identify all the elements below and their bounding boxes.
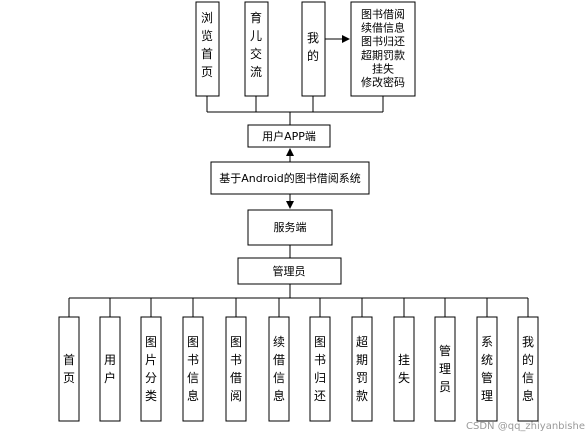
admin-module-char: 户 — [104, 370, 116, 385]
admin-module-char: 图 — [314, 335, 326, 349]
admin-module-char: 图 — [187, 335, 199, 349]
admin-module-char: 失 — [398, 370, 410, 385]
admin-module-book-info[interactable] — [182, 316, 204, 422]
app-node-label: 用户APP端 — [262, 129, 316, 143]
submenu-item: 超期罚款 — [361, 48, 405, 62]
admin-module-char: 息 — [273, 388, 285, 403]
admin-module-my-info[interactable] — [517, 316, 539, 422]
submenu-item: 续借信息 — [361, 21, 405, 35]
admin-module-char: 管 — [439, 343, 451, 358]
admin-module-char: 信 — [273, 371, 285, 385]
admin-module-char: 的 — [522, 352, 534, 367]
system-node-label: 基于Android的图书借阅系统 — [219, 171, 361, 185]
admin-module-char: 罚 — [356, 371, 368, 385]
module-char-parenting: 流 — [250, 65, 262, 79]
system-node[interactable] — [210, 161, 370, 195]
module-char-parenting: 交 — [250, 46, 262, 61]
admin-module-char: 图 — [230, 335, 242, 349]
submenu-item: 挂失 — [372, 61, 394, 75]
module-char-parenting: 育 — [250, 10, 262, 25]
admin-module-char: 理 — [439, 362, 451, 376]
server-node[interactable] — [247, 209, 333, 246]
admin-module-char: 阅 — [230, 389, 242, 403]
module-char-browse: 页 — [201, 65, 213, 79]
admin-module-char: 借 — [273, 353, 285, 367]
admin-module-admin-user[interactable] — [434, 316, 456, 422]
submenu-item: 图书归还 — [361, 34, 405, 48]
admin-module-char: 管 — [481, 370, 493, 385]
server-node-label: 服务端 — [274, 221, 307, 234]
admin-module-char: 理 — [481, 389, 493, 403]
submenu-item: 图书借阅 — [361, 8, 405, 21]
admin-module-char: 借 — [230, 371, 242, 385]
admin-module-category[interactable] — [140, 316, 162, 422]
module-char-mine: 的 — [307, 48, 319, 63]
admin-module-char: 书 — [187, 353, 199, 367]
admin-module-book-borrow[interactable] — [225, 316, 247, 422]
admin-module-char: 归 — [314, 371, 326, 385]
admin-module-renew-info[interactable] — [268, 316, 290, 422]
module-char-browse: 览 — [201, 28, 213, 43]
admin-node[interactable] — [237, 257, 342, 285]
admin-module-char: 统 — [481, 353, 493, 367]
admin-module-home[interactable] — [58, 316, 80, 422]
admin-module-char: 分 — [145, 371, 157, 385]
admin-module-char: 期 — [356, 353, 368, 367]
admin-module-char: 片 — [145, 353, 157, 367]
module-char-browse: 首 — [201, 47, 213, 61]
admin-node-label: 管理员 — [273, 264, 306, 278]
module-char-mine: 我 — [307, 31, 319, 45]
admin-module-char: 续 — [273, 335, 285, 349]
module-char-browse: 浏 — [201, 11, 213, 25]
admin-modules-group: 首页用户图片分类图书信息图书借阅续借信息图书归还超期罚款挂失管理员系统管理我的信… — [58, 298, 539, 422]
app-node[interactable] — [247, 124, 331, 148]
admin-module-char: 超 — [356, 334, 368, 349]
admin-module-char: 款 — [356, 389, 368, 403]
admin-module-char: 图 — [145, 335, 157, 349]
admin-module-char: 类 — [145, 389, 157, 403]
admin-module-char: 挂 — [398, 353, 410, 367]
admin-module-report-loss[interactable] — [393, 316, 415, 422]
admin-module-char: 员 — [439, 380, 451, 394]
admin-module-char: 息 — [522, 388, 534, 403]
admin-module-book-return[interactable] — [309, 316, 331, 422]
admin-module-overdue-fine[interactable] — [351, 316, 373, 422]
admin-module-char: 书 — [230, 353, 242, 367]
admin-module-char: 还 — [314, 389, 326, 403]
watermark: CSDN @qq_zhiyanbishe — [466, 421, 585, 432]
admin-module-char: 用 — [104, 353, 116, 367]
mine-submenu-box[interactable] — [350, 1, 416, 97]
admin-module-char: 我 — [522, 335, 534, 349]
admin-module-user[interactable] — [99, 316, 121, 422]
submenu-item: 修改密码 — [361, 75, 405, 89]
admin-module-char: 书 — [314, 353, 326, 367]
module-char-parenting: 儿 — [250, 29, 262, 43]
admin-module-char: 信 — [522, 371, 534, 385]
admin-module-char: 息 — [187, 388, 199, 403]
admin-module-char: 系 — [481, 335, 493, 349]
admin-module-char: 信 — [187, 371, 199, 385]
admin-module-char: 页 — [63, 371, 75, 385]
admin-module-sys-manage[interactable] — [476, 316, 498, 422]
admin-module-char: 首 — [63, 353, 75, 367]
